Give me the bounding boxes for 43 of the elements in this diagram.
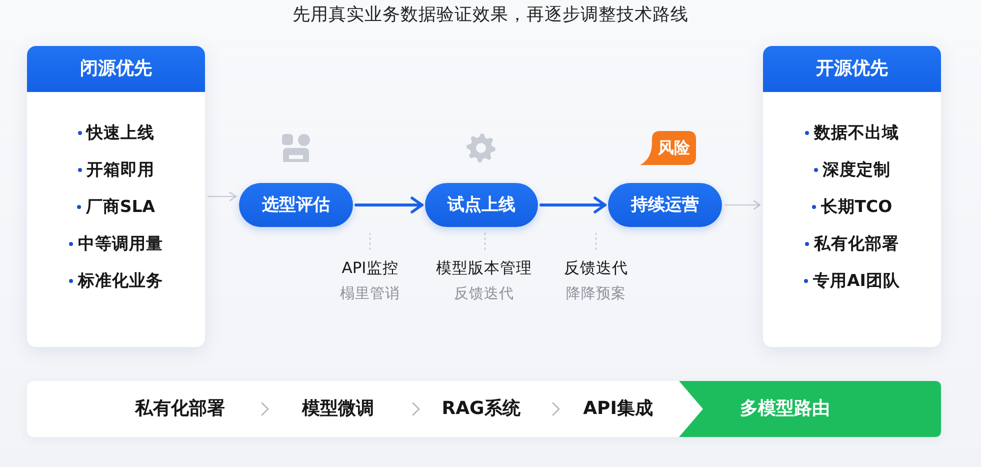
leader-line [595, 233, 597, 250]
step-pill [425, 183, 538, 227]
step-label: 试点上线 [448, 194, 516, 216]
step-note: 模型版本管理 [436, 258, 532, 279]
step-label: API集成 [583, 397, 653, 421]
info-card [27, 46, 205, 347]
info-card [763, 46, 941, 347]
step-note: 反馈迭代 [564, 258, 628, 279]
list-item: 标准化业务 [78, 270, 163, 292]
leader-line [369, 233, 371, 250]
tag-badge [640, 131, 696, 165]
step-note: API监控 [342, 258, 398, 279]
badge-label: 风险 [658, 138, 690, 158]
step-label: 选型评估 [262, 194, 330, 216]
step-label: 持续运营 [631, 194, 699, 216]
leader-line [484, 230, 486, 250]
step-subnote: 降降预案 [566, 284, 626, 304]
list-item: 深度定制 [822, 158, 890, 180]
highlight-step [679, 381, 941, 437]
arrow [207, 192, 237, 202]
step-label: RAG系统 [442, 397, 520, 421]
list-item: 开箱即用 [86, 158, 154, 180]
step-pill [608, 183, 722, 227]
arrow [354, 196, 424, 214]
step-subnote: 反馈迭代 [454, 285, 514, 304]
list-item: 厂商SLA [86, 196, 156, 218]
card-title: 开源优先 [816, 57, 888, 81]
arrow [724, 200, 761, 210]
step-label: 私有化部署 [135, 397, 225, 421]
list-item: 私有化部署 [814, 232, 899, 254]
diagram-title: 先用真实业务数据验证效果，再逐步调整技术路线 [292, 4, 688, 26]
step-subnote: 榻里管诮 [340, 285, 400, 304]
step-pill [239, 183, 353, 227]
list-item: 数据不出域 [814, 122, 899, 144]
list-item: 长期TCO [820, 196, 892, 218]
step-bar [27, 381, 941, 437]
step-label: 模型微调 [302, 397, 374, 421]
list-item: 中等调用量 [78, 232, 163, 254]
list-item: 专用AI团队 [813, 270, 900, 292]
highlight-label: 多模型路由 [740, 397, 830, 421]
list-item: 快速上线 [86, 122, 154, 144]
arrow [540, 196, 606, 214]
card-title: 闭源优先 [80, 57, 152, 81]
